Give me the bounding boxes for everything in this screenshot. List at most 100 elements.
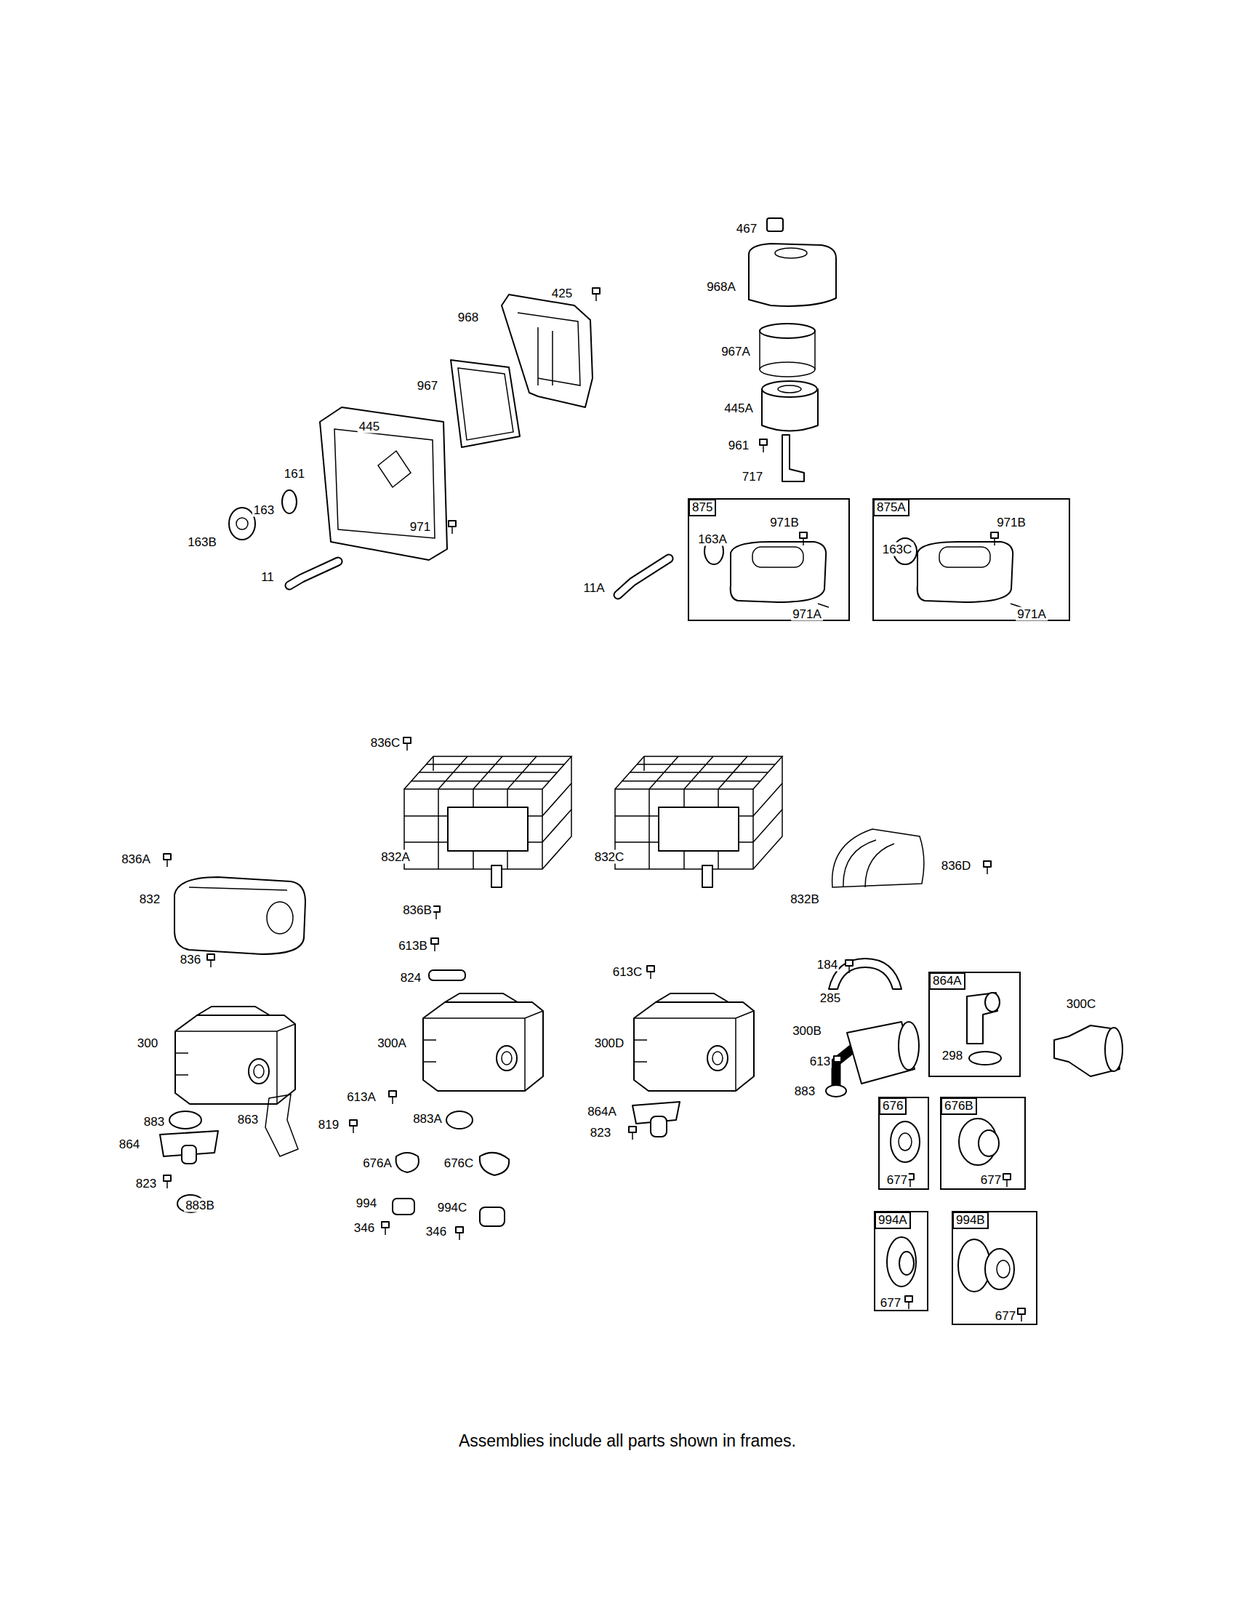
assembly-frame: 676B677 (940, 1096, 1026, 1190)
part-drawing (403, 737, 411, 751)
part-drawing (845, 959, 853, 973)
callout-number: 832 (138, 892, 162, 906)
callout-number: 613C (611, 964, 645, 979)
part-drawing (455, 1226, 464, 1240)
assembly-number: 875A (873, 498, 910, 517)
callout-number: 994 (354, 1195, 379, 1210)
part-drawing (836, 1046, 855, 1087)
callout-number: 967 (415, 378, 440, 393)
callout-number: 961 (727, 438, 751, 453)
callout-number: 832B (788, 892, 821, 906)
part-drawing (181, 1145, 197, 1164)
callout-number: 967A (719, 344, 752, 359)
callout-number: 298 (940, 1048, 965, 1063)
part-drawing (917, 541, 1013, 602)
callout-number: 11 (259, 569, 276, 584)
part-drawing (282, 490, 297, 514)
assembly-frame: 875A971B163C971A (872, 497, 1071, 621)
callout-number: 300A (375, 1035, 408, 1050)
callout-number: 836A (119, 852, 152, 866)
mufflers (159, 937, 1123, 1240)
callout-number: 677 (878, 1295, 903, 1310)
callout-number: 823 (134, 1176, 158, 1191)
part-drawing (774, 247, 807, 259)
part-drawing (759, 439, 767, 453)
part-drawing (289, 561, 339, 586)
part-drawing (479, 1152, 509, 1175)
part-drawing (898, 1021, 919, 1070)
part-drawing (1017, 1307, 1026, 1321)
callout-number: 163 (252, 503, 276, 517)
part-drawing (766, 218, 783, 232)
callout-number: 863 (236, 1112, 260, 1127)
callout-number: 971A (790, 607, 823, 621)
part-drawing (388, 1090, 397, 1104)
part-drawing (289, 561, 339, 586)
part-drawing (761, 380, 818, 397)
callout-number: 300 (135, 1035, 160, 1050)
callout-number: 300D (593, 1035, 626, 1050)
callout-number: 836D (940, 858, 973, 873)
callout-number: 836C (369, 735, 403, 750)
part-drawing (319, 407, 448, 560)
part-drawing (450, 359, 520, 448)
part-drawing (899, 1251, 914, 1275)
air-cleaner-oval (617, 218, 1022, 608)
callout-number: 613B (396, 938, 429, 953)
caption: Assemblies include all parts shown in fr… (458, 1430, 797, 1451)
part-drawing (759, 330, 815, 370)
callout-number: 883A (411, 1111, 444, 1126)
callout-number: 832C (593, 849, 626, 864)
callout-number: 717 (740, 469, 765, 484)
part-drawing (985, 992, 1000, 1012)
part-drawing (446, 1110, 473, 1129)
assembly-frame: 676677 (878, 1096, 930, 1190)
assembly-frame: 875971B163A971A (687, 497, 850, 621)
callout-number: 346 (424, 1224, 448, 1239)
part-drawing (207, 953, 215, 967)
part-drawing (236, 517, 248, 530)
callout-number: 677 (885, 1172, 909, 1187)
part-drawing (752, 546, 804, 568)
part-drawing (939, 546, 991, 568)
callout-number: 425 (550, 286, 574, 301)
part-drawing (174, 876, 306, 954)
muffler-guards (163, 737, 991, 967)
callout-number: 677 (993, 1308, 1018, 1323)
assembly-number: 676B (940, 1097, 978, 1115)
part-drawing (479, 1206, 505, 1226)
part-drawing (404, 756, 572, 887)
air-cleaner-flat (229, 287, 600, 586)
part-drawing (730, 541, 826, 602)
part-drawing (617, 558, 669, 595)
assembly-frame: 994B677 (951, 1210, 1038, 1325)
callout-number: 836B (401, 902, 434, 917)
part-drawing (647, 965, 655, 979)
callout-number: 968 (456, 310, 480, 325)
part-drawing (990, 532, 999, 546)
part-drawing (777, 385, 802, 393)
part-drawing (175, 1006, 296, 1104)
assembly-number: 994A (874, 1211, 911, 1229)
callout-number: 676A (361, 1155, 394, 1170)
callout-number: 883B (183, 1198, 216, 1212)
part-drawing (349, 1119, 357, 1133)
callout-number: 613 (808, 1054, 832, 1068)
callout-number: 971B (995, 515, 1028, 530)
part-drawing (886, 1236, 917, 1287)
part-drawing (759, 362, 815, 377)
part-drawing (978, 1129, 999, 1156)
callout-number: 971 (408, 519, 432, 534)
part-drawing (628, 1126, 637, 1140)
part-drawing (650, 1115, 667, 1137)
part-drawing (615, 756, 783, 887)
part-drawing (759, 323, 815, 339)
part-drawing (396, 1152, 419, 1172)
callout-number: 824 (399, 970, 423, 985)
part-drawing (448, 520, 456, 534)
part-drawing (163, 853, 171, 867)
part-drawing (163, 1174, 171, 1188)
assembly-number: 875 (688, 498, 717, 517)
